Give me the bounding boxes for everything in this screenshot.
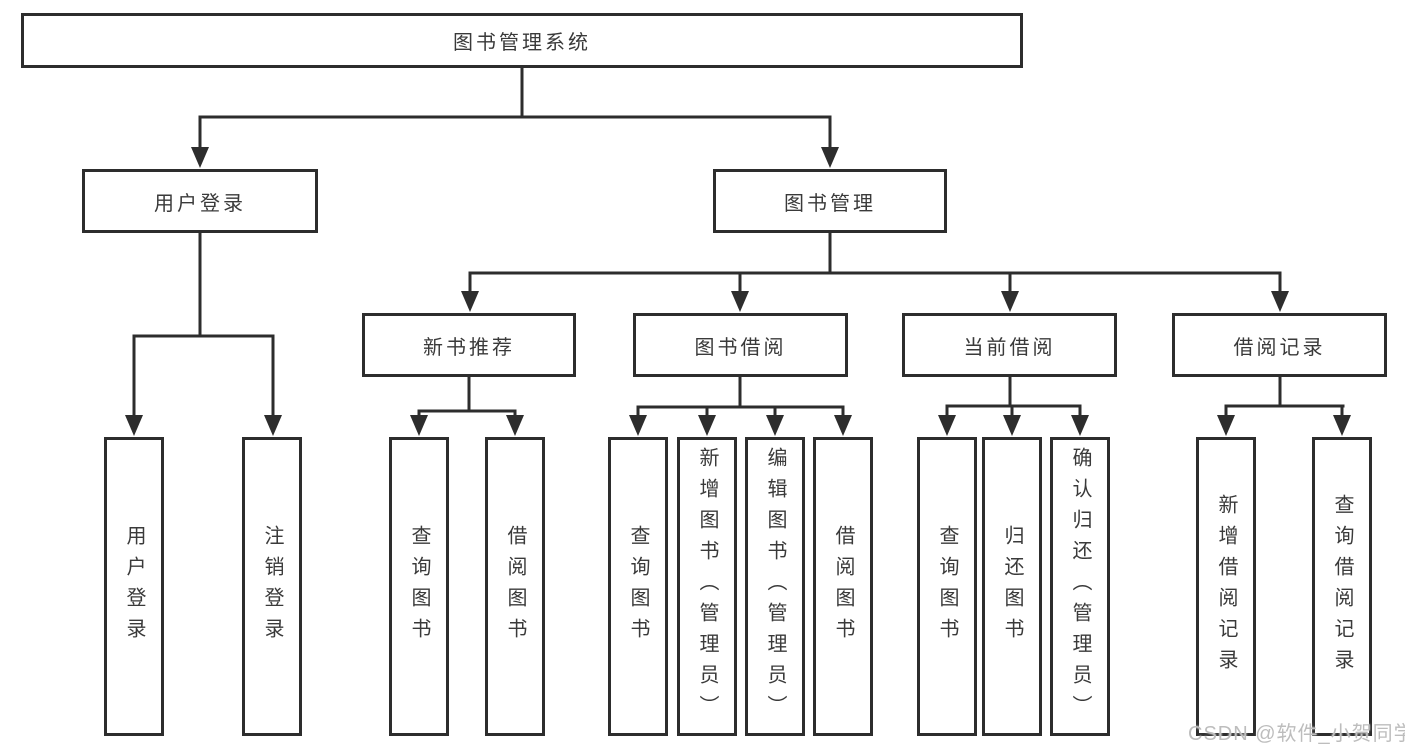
node-library-management-system: 图书管理系统 <box>21 13 1023 68</box>
leaf-edit-books-admin: 编辑图书（管理员） <box>745 437 805 736</box>
leaf-logout: 注销登录 <box>242 437 302 736</box>
node-label: 借阅记录 <box>1233 336 1326 359</box>
leaf-label: 用户登录 <box>123 524 145 649</box>
leaf-label: 借阅图书 <box>832 524 854 649</box>
node-label: 用户登录 <box>154 192 246 215</box>
node-label: 新书推荐 <box>423 336 515 359</box>
leaf-label: 借阅图书 <box>504 524 526 649</box>
connector-root-to-level1 <box>191 68 839 168</box>
leaf-add-borrowing-record: 新增借阅记录 <box>1196 437 1256 736</box>
node-book-borrowing: 图书借阅 <box>633 313 848 377</box>
leaf-query-books-recommend: 查询图书 <box>389 437 449 736</box>
leaf-label: 查询图书 <box>408 524 430 649</box>
leaf-add-books-admin: 新增图书（管理员） <box>677 437 737 736</box>
leaf-user-login: 用户登录 <box>104 437 164 736</box>
connector-new-book-children <box>410 377 524 436</box>
leaf-label: 查询图书 <box>936 524 958 649</box>
leaf-label: 新增图书（管理员） <box>696 447 718 726</box>
leaf-query-books-current: 查询图书 <box>917 437 977 736</box>
connector-current-borrowing-children <box>938 377 1089 436</box>
node-label: 当前借阅 <box>963 336 1056 359</box>
node-borrowing-records: 借阅记录 <box>1172 313 1387 377</box>
csdn-watermark: CSDN @软件_小贺同学 <box>1188 723 1405 745</box>
leaf-label: 确认归还（管理员） <box>1069 447 1091 726</box>
connector-user-login-children <box>125 233 282 436</box>
leaf-return-books: 归还图书 <box>982 437 1042 736</box>
connector-borrowing-records-children <box>1217 377 1351 436</box>
node-label: 图书管理 <box>784 192 876 215</box>
leaf-borrow-books: 借阅图书 <box>813 437 873 736</box>
leaf-label: 编辑图书（管理员） <box>764 447 786 726</box>
leaf-confirm-return-admin: 确认归还（管理员） <box>1050 437 1110 736</box>
leaf-borrow-books-recommend: 借阅图书 <box>485 437 545 736</box>
leaf-query-books-borrowing: 查询图书 <box>608 437 668 736</box>
connector-book-borrowing-children <box>629 377 852 436</box>
leaf-label: 归还图书 <box>1001 524 1023 649</box>
node-new-book-recommendation: 新书推荐 <box>362 313 576 377</box>
leaf-query-borrowing-record: 查询借阅记录 <box>1312 437 1372 736</box>
connector-book-management-children <box>461 233 1289 312</box>
node-user-login: 用户登录 <box>82 169 318 233</box>
node-book-management: 图书管理 <box>713 169 947 233</box>
leaf-label: 新增借阅记录 <box>1215 493 1237 680</box>
node-label: 图书借阅 <box>694 336 787 359</box>
leaf-label: 查询图书 <box>627 524 649 649</box>
node-current-borrowing: 当前借阅 <box>902 313 1117 377</box>
node-label: 图书管理系统 <box>453 32 591 54</box>
leaf-label: 查询借阅记录 <box>1331 493 1353 680</box>
leaf-label: 注销登录 <box>261 524 283 649</box>
